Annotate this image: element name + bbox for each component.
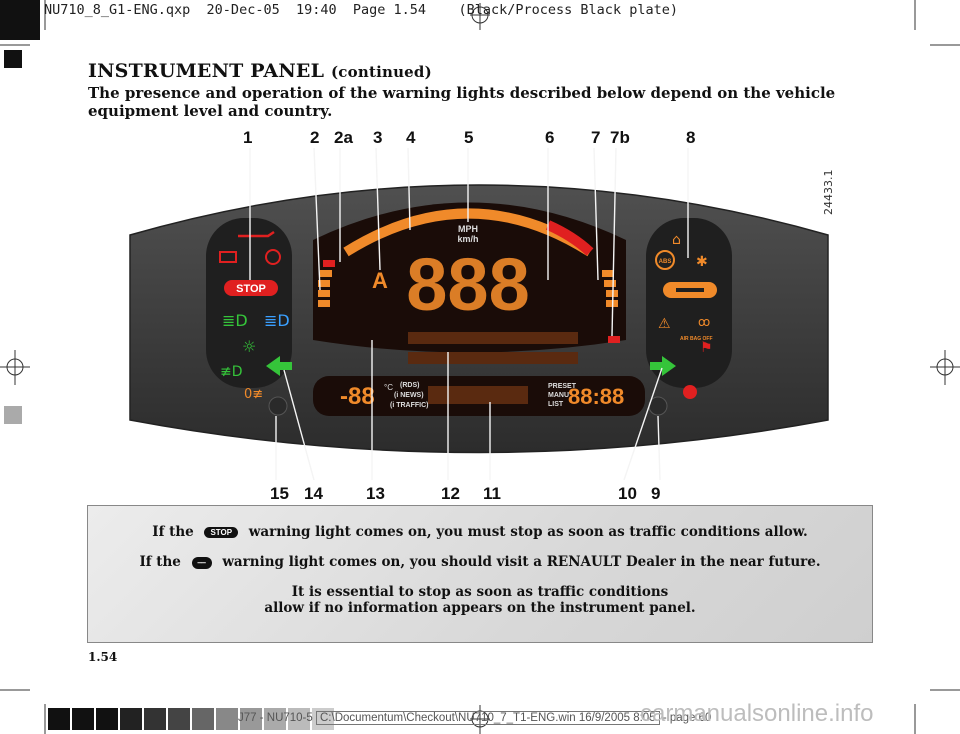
glow-plug-icon: ꝏ <box>698 315 710 329</box>
rear-fog-icon: 0≢ <box>244 387 263 402</box>
esp-icon: ⚠ <box>658 316 671 332</box>
temperature-unit: °C <box>384 383 393 392</box>
radio-rds: (RDS) <box>400 382 419 389</box>
callout-5: 5 <box>464 128 474 147</box>
callout-10: 10 <box>618 484 637 503</box>
callout-15: 15 <box>270 484 289 503</box>
calibration-square <box>216 708 238 730</box>
left-button <box>268 396 288 416</box>
left-indicator-arrow <box>266 356 292 376</box>
stop-warning-pill-icon: STOP <box>204 527 239 538</box>
right-warning-pod <box>646 218 732 388</box>
gear-letter: A <box>372 268 388 293</box>
abs-label: ABS <box>659 259 672 265</box>
rev-arc-red <box>545 220 594 256</box>
callout-11: 11 <box>483 484 501 503</box>
calibration-square <box>312 708 334 730</box>
main-beam-icon: ≣D <box>264 311 290 330</box>
notice-line2-prefix: If the <box>139 554 181 570</box>
airbag-off-label: AIR BAG OFF <box>680 336 713 342</box>
callout-8: 8 <box>686 128 696 147</box>
clock-readout: 88:88 <box>568 384 624 409</box>
calibration-square <box>240 708 262 730</box>
footer-slug: J77 - NU710-5 C:\Documentum\Checkout\NU7… <box>238 711 712 725</box>
page-title: INSTRUMENT PANEL (continued) <box>88 60 432 82</box>
notice-line4: allow if no information appears on the i… <box>264 600 696 616</box>
watermark: carmanualsonline.info <box>640 700 874 727</box>
right-indicator-arrow <box>650 356 676 376</box>
calibration-square <box>168 708 190 730</box>
warning-notice-box: If the STOP warning light comes on, you … <box>87 505 873 643</box>
instrument-panel-figure: 888 MPH km/h A -88 °C (RDS) (i NEWS) (i … <box>129 147 829 480</box>
radio-mode-manu: MANU <box>548 392 569 399</box>
notice-line1-prefix: If the <box>152 524 194 540</box>
dipped-beam-icon: ≣D <box>222 311 248 330</box>
footer-left: J77 - NU710-5 <box>238 712 313 724</box>
callout-1: 1 <box>243 128 253 147</box>
calibration-square <box>144 708 166 730</box>
notice-line3: It is essential to stop as soon as traff… <box>291 584 669 600</box>
radio-traffic: (i TRAFFIC) <box>390 402 429 409</box>
registration-square-grey <box>4 406 22 424</box>
footer-path: C:\Documentum\Checkout\NU710_7_T1-ENG.wi… <box>316 711 660 725</box>
notice-line-stop: If the STOP warning light comes on, you … <box>88 524 872 540</box>
footer-right: - page 60 <box>662 712 712 724</box>
temperature-readout: -88 <box>340 383 375 410</box>
calibration-square <box>48 708 70 730</box>
callout-7b: 7b <box>610 128 630 147</box>
battery-icon <box>219 251 237 263</box>
stop-warning-light <box>224 280 278 296</box>
radio-news: (i NEWS) <box>394 392 424 399</box>
abs-icon <box>655 250 675 270</box>
calibration-square <box>72 708 94 730</box>
radio-mode-list: LIST <box>548 401 564 408</box>
callout-7: 7 <box>591 128 601 147</box>
front-fog-icon: ≢D <box>220 364 243 380</box>
speed-digits: 888 <box>406 243 529 326</box>
callout-2a: 2a <box>334 128 353 147</box>
page-number: 1.54 <box>88 650 118 664</box>
calibration-square <box>288 708 310 730</box>
spanner-warning-pill-icon: ⎯⎯ <box>191 556 212 569</box>
airbag-passenger-icon: ✱ <box>696 254 708 270</box>
engine-icon: ⌂ <box>672 232 681 248</box>
registration-square-top <box>0 0 40 40</box>
title-suffix: (continued) <box>331 63 432 81</box>
warning-red-dot <box>683 385 697 399</box>
radio-segments <box>428 386 528 404</box>
speed-unit-kmh: km/h <box>457 234 478 244</box>
title-main: INSTRUMENT PANEL <box>88 60 325 82</box>
notice-line1-text: warning light comes on, you must stop as… <box>248 524 808 540</box>
calibration-square <box>96 708 118 730</box>
calibration-square <box>264 708 286 730</box>
callout-2: 2 <box>310 128 320 147</box>
speed-unit-mph: MPH <box>458 224 478 234</box>
callout-4: 4 <box>406 128 416 147</box>
brake-icon <box>265 249 281 265</box>
callout-3: 3 <box>373 128 383 147</box>
registration-square-left <box>4 50 22 68</box>
callout-6: 6 <box>545 128 555 147</box>
left-warning-pod <box>206 218 292 388</box>
oil-pressure-icon <box>238 230 275 238</box>
callout-9: 9 <box>651 484 661 503</box>
calibration-square <box>192 708 214 730</box>
calibration-square <box>120 708 142 730</box>
leader-lines <box>249 147 689 480</box>
print-slug: NU710_8_G1-ENG.qxp 20-Dec-05 19:40 Page … <box>44 2 678 18</box>
trip-computer-segments <box>408 332 578 364</box>
radio-mode-preset: PRESET <box>548 383 577 390</box>
callout-14: 14 <box>304 484 323 503</box>
callout-12: 12 <box>441 484 460 503</box>
notice-line2-text: warning light comes on, you should visit… <box>222 554 821 570</box>
seatbelt-icon: ⚑ <box>700 340 713 356</box>
callout-13: 13 <box>366 484 385 503</box>
page-subtitle: The presence and operation of the warnin… <box>88 84 836 120</box>
notice-line-service: If the ⎯⎯ warning light comes on, you sh… <box>88 554 872 570</box>
stop-warning-label: STOP <box>236 283 266 295</box>
temperature-bar <box>318 260 335 307</box>
sidelights-icon: ☼ <box>242 337 256 356</box>
